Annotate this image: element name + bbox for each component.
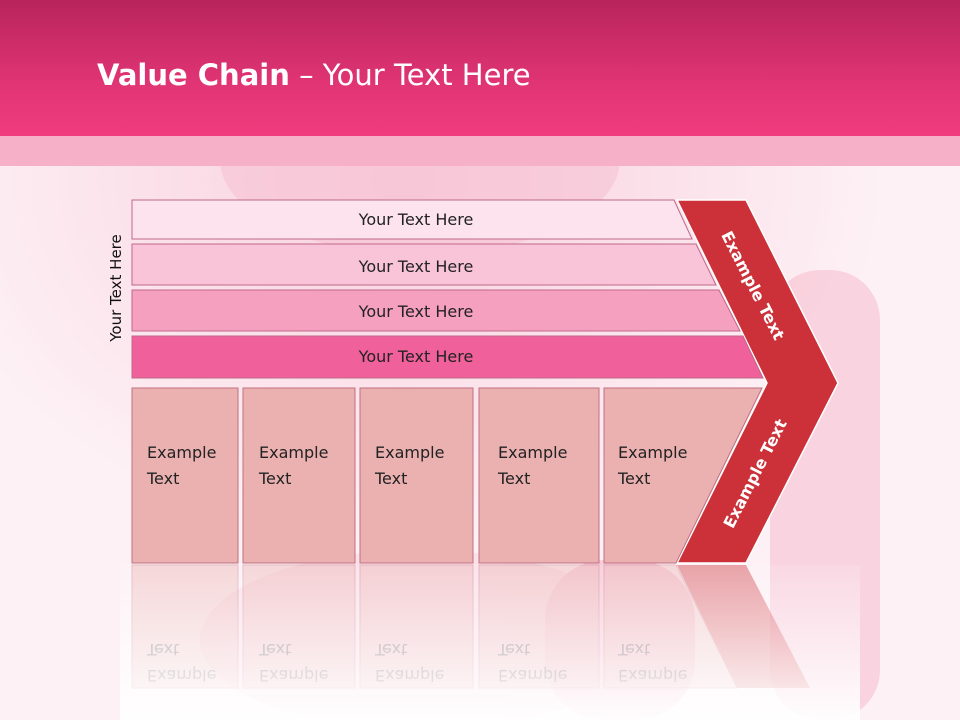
primary-box-label-line2: Text	[258, 469, 291, 488]
primary-box-label-line1: Example	[375, 443, 444, 462]
slide-title-bold: Value Chain	[97, 58, 290, 92]
support-row-1: Your Text Here	[131, 199, 693, 240]
support-row-shape	[131, 243, 717, 286]
primary-box-label-line1: Example	[147, 443, 216, 462]
primary-box-label-line2: Text	[146, 469, 179, 488]
primary-box-label-line1: Example	[618, 443, 687, 462]
support-row-shape	[131, 335, 764, 379]
support-row-4: Your Text Here	[131, 335, 764, 379]
slide-title-rest: – Your Text Here	[290, 58, 531, 92]
primary-box-shape	[242, 387, 356, 564]
header-bar	[0, 0, 960, 136]
support-row-shape	[131, 289, 741, 332]
value-chain-chevron	[675, 199, 839, 564]
primary-box-4: Example Text	[478, 387, 600, 564]
primary-box-2: Example Text	[242, 387, 356, 564]
side-label: Your Text Here	[107, 234, 125, 342]
primary-box-label-line2: Text	[374, 469, 407, 488]
primary-box-shape	[131, 387, 239, 564]
support-row-label: Your Text Here	[358, 257, 474, 276]
primary-box-shape	[359, 387, 474, 564]
support-row-label: Your Text Here	[358, 302, 474, 321]
primary-box-label-line2: Text	[497, 469, 530, 488]
primary-box-label-line1: Example	[498, 443, 567, 462]
slide-title: Value Chain – Your Text Here	[97, 58, 531, 92]
reflection-fade	[120, 565, 860, 720]
support-row-3: Your Text Here	[131, 289, 741, 332]
primary-box-shape	[478, 387, 600, 564]
support-row-2: Your Text Here	[131, 243, 717, 286]
support-row-shape	[131, 199, 693, 240]
support-row-label: Your Text Here	[358, 347, 474, 366]
primary-box-3: Example Text	[359, 387, 474, 564]
primary-box-label-line2: Text	[617, 469, 650, 488]
support-row-label: Your Text Here	[358, 210, 474, 229]
header-band	[0, 136, 960, 166]
primary-box-1: Example Text	[131, 387, 239, 564]
primary-box-shape	[603, 387, 763, 564]
primary-box-label-line1: Example	[259, 443, 328, 462]
primary-box-5: Example Text	[603, 387, 763, 564]
